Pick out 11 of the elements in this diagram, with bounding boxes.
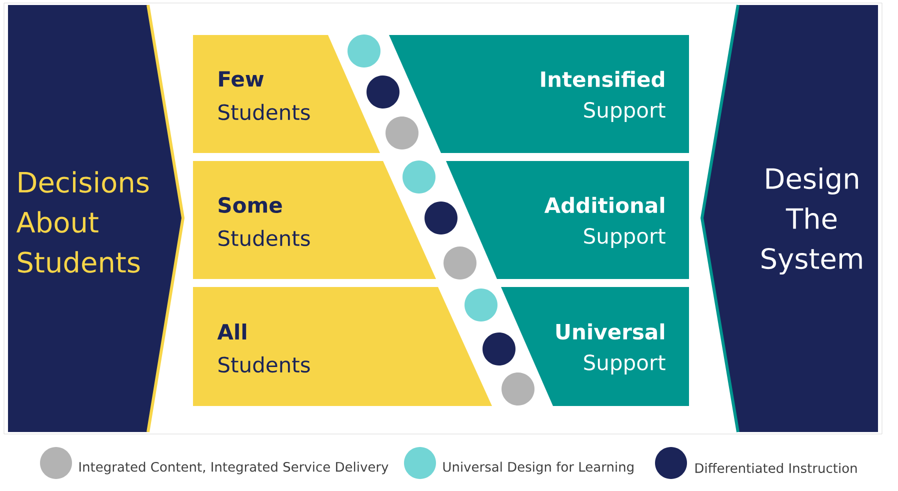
legend-label: Differentiated Instruction bbox=[695, 462, 857, 474]
tier-band: All Students bbox=[193, 287, 492, 406]
legend-label: Universal Design for Learning bbox=[443, 462, 634, 474]
tier-band: Universal Support bbox=[501, 287, 689, 406]
legend-label: Integrated Content, Integrated Service Delivery bbox=[79, 462, 388, 474]
tier-band: Additional Support bbox=[446, 161, 689, 279]
side-panel: Design The System bbox=[700, 4, 878, 432]
side-panel: Decisions About Students bbox=[8, 4, 185, 432]
tier-band: Some Students bbox=[193, 161, 436, 279]
tier-band: Intensified Support bbox=[389, 35, 689, 153]
tier-band: Few Students bbox=[193, 35, 380, 153]
